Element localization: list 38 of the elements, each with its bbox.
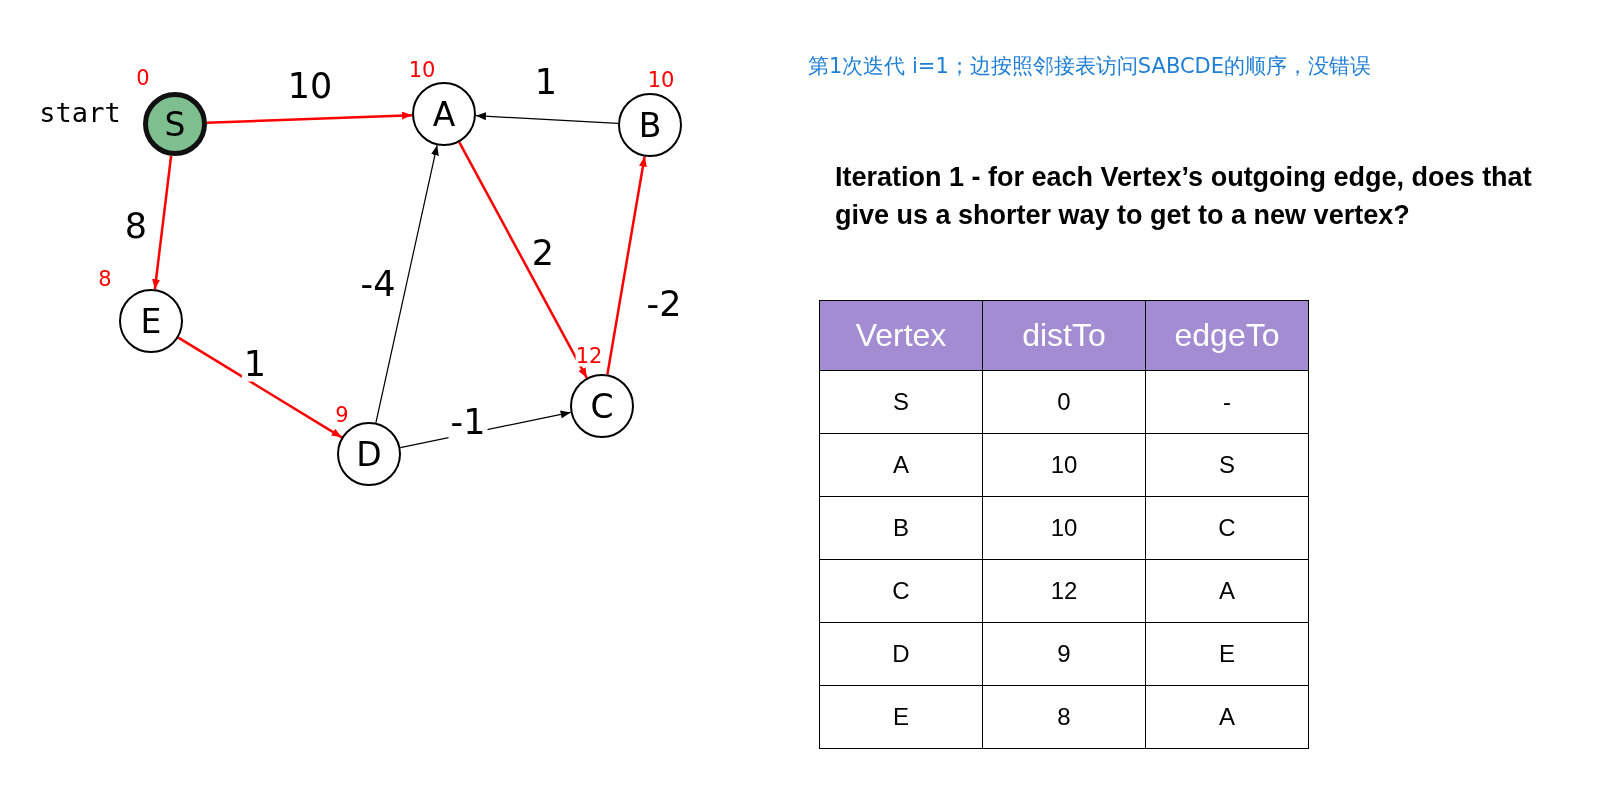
arrow (206, 111, 413, 125)
table-cell: 8 (982, 685, 1146, 749)
table-cell: S (819, 370, 983, 434)
table-cell: A (819, 433, 983, 497)
header-cell: distTo (982, 300, 1146, 371)
vertex-circle: A (412, 82, 476, 146)
table-cell: D (819, 622, 983, 686)
table-cell: A (1145, 559, 1309, 623)
distance-label: 12 (575, 345, 603, 367)
vertex-circle: B (618, 93, 682, 157)
table-cell: 9 (982, 622, 1146, 686)
arrow (375, 144, 439, 424)
table-cell: B (819, 496, 983, 560)
vertex-circle: S (143, 92, 207, 156)
arrow (606, 156, 647, 375)
vertex-circle: E (119, 289, 183, 353)
table-cell: C (819, 559, 983, 623)
table-cell: E (819, 685, 983, 749)
arrow (475, 112, 619, 124)
vertex-circle: C (570, 374, 634, 438)
table-cell: - (1145, 370, 1309, 434)
note-text: 第1次迭代 i=1；边按照邻接表访问SABCDE的顺序，没错误 (808, 53, 1372, 80)
question-text: Iteration 1 - for each Vertex’s outgoing edge, does that give us a shorter way to get to a new vertex? (835, 161, 1533, 232)
header-cell: Vertex (819, 300, 983, 371)
start-label: start (39, 96, 121, 128)
arrow (177, 336, 343, 439)
table-cell: A (1145, 685, 1309, 749)
table-cell: C (1145, 496, 1309, 560)
arrow (458, 141, 588, 379)
table-cell: 12 (982, 559, 1146, 623)
table-cell: 10 (982, 496, 1146, 560)
vertex-circle: D (337, 422, 401, 486)
table-cell: 10 (982, 433, 1146, 497)
header-cell: edgeTo (1145, 300, 1309, 371)
table-cell: S (1145, 433, 1309, 497)
table-cell: E (1145, 622, 1309, 686)
arrow (152, 155, 173, 290)
table-cell: 0 (982, 370, 1146, 434)
